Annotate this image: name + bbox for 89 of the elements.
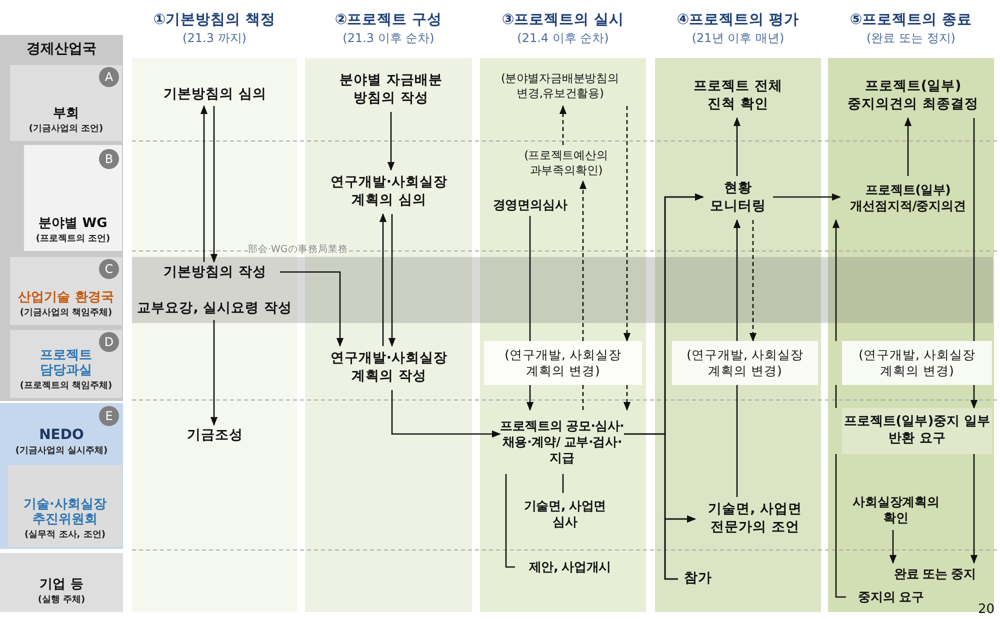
step-text: (분야별자금배분방침의 변경,유보건활용) [492,66,628,106]
actor-row [24,145,122,251]
arrow [210,320,218,426]
arrow [210,106,218,263]
dashed-arrow [749,220,757,342]
letter-badge: C [99,259,119,279]
phase-period: (21.4 이후 순차) [517,30,609,47]
actor-row [10,65,122,141]
actor-role: (프로젝트의 책임주체) [20,380,112,392]
actor-row [10,257,122,325]
actor-row [0,553,123,612]
group-title: 경제산업국 [26,41,96,58]
step-text: (프로젝트예산의 과부족의확인) [520,145,612,181]
arrow [391,390,501,438]
actor-row [10,330,122,398]
arrow [379,213,387,346]
letter-badge: D [99,332,119,352]
note-box: (연구개발, 사회실장 계획의 변경) [484,341,642,385]
arrow [904,117,912,176]
step-text: 연구개발·사회실장 계획의 심의 [322,170,456,214]
page-number: 20 [978,602,995,618]
step-text: 경영면의심사 [484,194,576,216]
arrow [970,454,978,564]
actor-row [8,465,122,547]
letter-badge: A [99,67,119,87]
step-text: 제안, 사업개시 [515,556,625,578]
phase-period: (완료 또는 정지) [866,30,956,47]
step-text: 기술면, 사업면 심사 [515,493,615,535]
step-text: 완료 또는 중지 [880,563,990,585]
lane-note: 部会·WGの事務局業務 [248,244,348,256]
step-text: 기본방침의 작성 [150,262,280,284]
actor-name: 기업 등 [40,577,84,593]
actor-role: (프로젝트의 조언) [36,234,110,245]
step-text: 기술면, 사업면 전문가의 조언 [695,497,815,541]
step-text: 분야별 자금배분 방침의 작성 [330,68,452,112]
dashed-arrow [579,180,587,341]
action-box: 프로젝트(일부)중지 일부 반환 요구 [842,408,992,454]
group-title: NEDO [39,427,84,444]
phase-period: (21년 이후 매년) [692,30,784,47]
arrow [664,515,696,580]
dashed-arrow [623,385,631,411]
phase-title: ③프로젝트의 실시 [502,11,624,29]
letter-badge: B [99,149,119,169]
step-text: 프로젝트(일부) 중지의견의 최종결정 [842,74,984,118]
arrow [280,271,344,347]
actor-role: (기금사업의 조언) [28,124,104,135]
arrow [387,112,395,171]
arrow [832,219,840,341]
group-panel [0,35,123,401]
step-text: 기본방침의 심의 [140,84,290,106]
step-text: 사회실장계획의 확인 [846,490,946,530]
phase-title: ④프로젝트의 평가 [676,11,800,29]
actor-role: (기금사업의 책임주체) [20,308,112,319]
arrow [200,105,208,262]
step-text: 프로젝트(일부) 개선점지적/중지의견 [840,176,976,220]
step-text: 프로젝트의 공모·심사·채용·계약/ 교부·검사·지급 [500,410,624,474]
phase-period: (21.3 이후 순차) [342,30,434,47]
actor-name: 부회 [53,106,79,122]
step-text: 참가 [678,568,718,590]
step-text: 교부요강, 실시요령 작성 [133,298,296,320]
actor-name: 프로젝트 담당과실 [39,348,93,379]
actor-name: 산업기술 환경국 [18,290,114,306]
actor-name: 분야별 WG [38,216,108,232]
dashed-arrow [559,105,567,145]
phase-title: ①기본방침의 책정 [153,11,276,29]
group-panel [0,403,123,549]
arrow [773,193,841,201]
actor-role: (기금사업의 실시주체) [15,446,108,458]
step-text: 연구개발·사회실장 계획의 작성 [322,346,456,390]
step-text: 기금조성 [170,425,260,447]
actor-role: (실무적 조사, 조언) [24,530,106,541]
arrow [970,385,978,409]
arrow [889,530,897,564]
phase-period: (21.3 까지) [182,30,246,47]
actor-name: 기술·사회실장 추진위원회 [22,496,108,528]
arrow [388,214,396,347]
step-text: 중지의 요구 [846,586,936,608]
note-box: (연구개발, 사회실장 계획의 변경) [842,341,992,385]
note-box: (연구개발, 사회실장 계획의 변경) [672,341,818,385]
arrow [526,385,534,411]
step-text: 프로젝트 전체 진척 확인 [686,74,790,118]
actor-role: (실행 주체) [38,594,86,606]
dashed-arrow [623,106,631,342]
step-text: 현황 모니터링 [703,176,773,220]
letter-badge: E [99,406,119,426]
arrow [733,117,741,176]
arrow [733,219,741,341]
phase-title: ⑤프로젝트의 종료 [850,11,972,29]
phase-title: ②프로젝트 구성 [334,11,442,29]
